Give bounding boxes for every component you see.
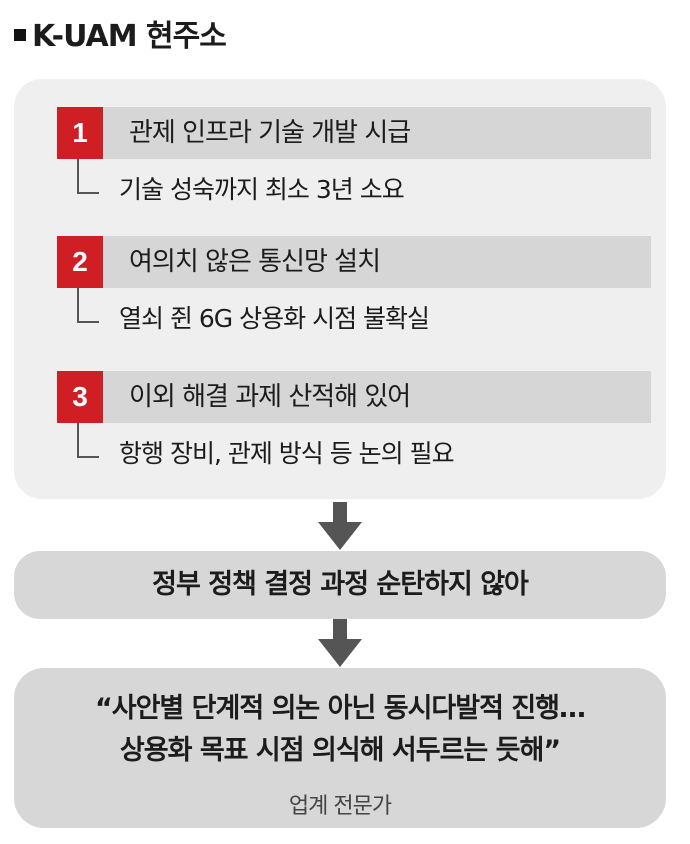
issue-bar — [57, 236, 651, 288]
issue-heading: 관제 인프라 기술 개발 시급 — [129, 118, 411, 148]
conclusion-text: 정부 정책 결정 과정 순탄하지 않아 — [152, 569, 529, 600]
issue-number: 1 — [57, 107, 103, 159]
quote-box: “사안별 단계적 의논 아닌 동시다발적 진행… 상용화 목표 시점 의식해 서… — [14, 668, 666, 828]
issue-bar — [57, 107, 651, 159]
quote-line-1: “사안별 단계적 의논 아닌 동시다발적 진행… — [94, 693, 586, 724]
elbow-connector-icon — [77, 288, 99, 323]
issue-heading: 이외 해결 과제 산적해 있어 — [129, 382, 411, 412]
page-title: K-UAM 현주소 — [14, 18, 227, 56]
issues-panel: 1 관제 인프라 기술 개발 시급 기술 성숙까지 최소 3년 소요 2 여의치… — [14, 79, 666, 499]
down-arrow-icon — [318, 619, 362, 667]
issue-detail: 열쇠 쥔 6G 상용화 시점 불확실 — [119, 304, 430, 333]
issue-number: 2 — [57, 236, 103, 288]
issue-number: 3 — [57, 371, 103, 423]
quote-source: 업계 전문가 — [288, 794, 392, 819]
title-text: K-UAM 현주소 — [32, 19, 227, 54]
square-bullet-icon — [14, 28, 26, 41]
issue-detail: 기술 성숙까지 최소 3년 소요 — [119, 175, 405, 204]
conclusion-box: 정부 정책 결정 과정 순탄하지 않아 — [14, 551, 666, 619]
issue-detail: 항행 장비, 관제 방식 등 논의 필요 — [119, 439, 455, 468]
down-arrow-icon — [318, 502, 362, 550]
elbow-connector-icon — [77, 159, 99, 194]
quote-line-2: 상용화 목표 시점 의식해 서두르는 듯해” — [119, 735, 561, 766]
issue-bar — [57, 371, 651, 423]
elbow-connector-icon — [77, 423, 99, 458]
issue-heading: 여의치 않은 통신망 설치 — [129, 247, 381, 277]
